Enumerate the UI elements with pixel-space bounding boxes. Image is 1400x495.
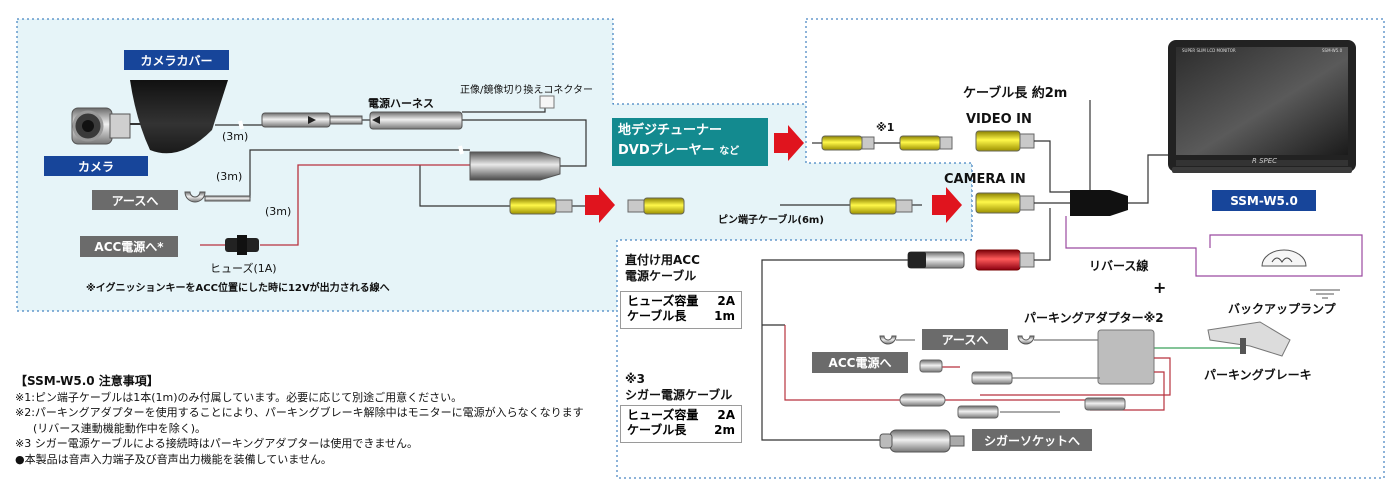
note1-mark: ※1: [876, 121, 895, 134]
camera-label: カメラ: [44, 156, 148, 176]
power-harness-label: 電源ハーネス: [368, 97, 434, 110]
parking-brake: [1207, 321, 1291, 357]
screen-model: SSM-W5.0: [1322, 48, 1343, 53]
camera-in-label: CAMERA IN: [944, 172, 1026, 187]
direct-acc-title-1: 直付け用ACC: [625, 253, 700, 267]
cigar-len-value: 2m: [714, 423, 735, 437]
tuner-dvd-source: 地デジチューナー DVDプレーヤー など: [612, 118, 768, 166]
camera-cover: [130, 80, 228, 154]
note-2: ※2:パーキングアダプターを使用することにより、パーキングブレーキ解除中はモニタ…: [15, 406, 584, 419]
model-tag: SSM-W5.0: [1212, 190, 1316, 211]
direct-acc-title-2: 電源ケーブル: [625, 269, 697, 283]
note-1: ※1:ピン端子ケーブルは1本(1m)のみ付属しています。必要に応じて別途ご用意く…: [15, 390, 463, 404]
red-arrows: [585, 125, 962, 223]
tuner-line-2: DVDプレーヤー: [618, 143, 715, 158]
rca-yellow-plugs: [509, 130, 1035, 215]
cigar-title: シガー電源ケーブル: [625, 388, 733, 402]
video-in-label: VIDEO IN: [966, 112, 1032, 127]
cigar-fuse-label: ヒューズ容量: [627, 408, 699, 422]
notes-heading: 【SSM-W5.0 注意事項】: [15, 374, 159, 388]
ground-terminal-left: [184, 191, 251, 203]
acc-cable-length: (3m): [265, 205, 292, 218]
mirror-connector-label: 正像/鏡像切り換えコネクター: [460, 85, 593, 96]
screen-brand: SUPER SLIM LCD MONITOR: [1182, 48, 1236, 53]
direct-acc-title: 直付け用ACC 電源ケーブル: [625, 252, 700, 284]
backup-lamp: [1261, 249, 1340, 299]
direct-acc-fuse-label: ヒューズ容量: [627, 294, 699, 308]
caution-notes: 【SSM-W5.0 注意事項】 ※1:ピン端子ケーブルは1本(1m)のみ付属して…: [15, 374, 584, 467]
ground-cable-length: (3m): [216, 170, 243, 183]
direct-acc-len-value: 1m: [714, 309, 735, 323]
direct-acc-spec: ヒューズ容量 2A ケーブル長 1m: [620, 291, 742, 329]
direct-acc-fuse-value: 2A: [717, 294, 735, 308]
note-4: ●本製品は音声入力端子及び音声出力機能を装備していません。: [15, 452, 332, 466]
cigar-mark: ※3: [625, 372, 646, 386]
reverse-line-label: リバース線: [1089, 259, 1149, 273]
cigar-cable-title: ※3 シガー電源ケーブル: [625, 371, 732, 403]
cigar-plug: [879, 429, 965, 453]
note-3: ※3 シガー電源ケーブルによる接続時はパーキングアダプターは使用できません。: [15, 437, 419, 450]
camera-cover-label: カメラカバー: [124, 50, 229, 70]
to-acc-tag-right: ACC電源へ: [812, 352, 908, 373]
note-2b: (リバース連動機能動作中を除く)。: [33, 421, 207, 435]
pin-cable-label: ピン端子ケーブル(6m): [718, 215, 824, 226]
parking-adapter-box: [1097, 329, 1155, 385]
parking-brake-label: パーキングブレーキ: [1204, 368, 1312, 382]
backup-lamp-label: バックアップランプ: [1228, 302, 1336, 316]
to-cigar-tag: シガーソケットへ: [972, 429, 1092, 451]
camera-body: [71, 107, 150, 145]
cable-length-label: ケーブル長 約2m: [963, 86, 1068, 101]
plus-sign: +: [1153, 278, 1167, 297]
direct-acc-len-label: ケーブル長: [627, 309, 687, 323]
to-ground-tag-right: アースへ: [922, 329, 1008, 350]
cigar-spec: ヒューズ容量 2A ケーブル長 2m: [620, 405, 742, 443]
cable-splitter: [1070, 190, 1128, 216]
to-ground-tag-left: アースへ: [92, 190, 178, 210]
cigar-len-label: ケーブル長: [627, 423, 687, 437]
fuse-label: ヒューズ(1A): [210, 262, 277, 275]
parking-adapter-label: パーキングアダプター※2: [1024, 311, 1164, 325]
bezel-logo: R SPEC: [1252, 157, 1278, 165]
camera-cable-length: (3m): [222, 130, 249, 143]
cigar-fuse-value: 2A: [717, 408, 735, 422]
monitor-illustration: [1168, 40, 1356, 173]
ignition-note: ※イグニッションキーをACC位置にした時に12Vが出力される線へ: [86, 283, 390, 294]
tuner-line-1: 地デジチューナー: [618, 123, 723, 138]
to-acc-tag-left: ACC電源へ*: [80, 236, 178, 257]
tuner-suffix: など: [719, 146, 740, 157]
